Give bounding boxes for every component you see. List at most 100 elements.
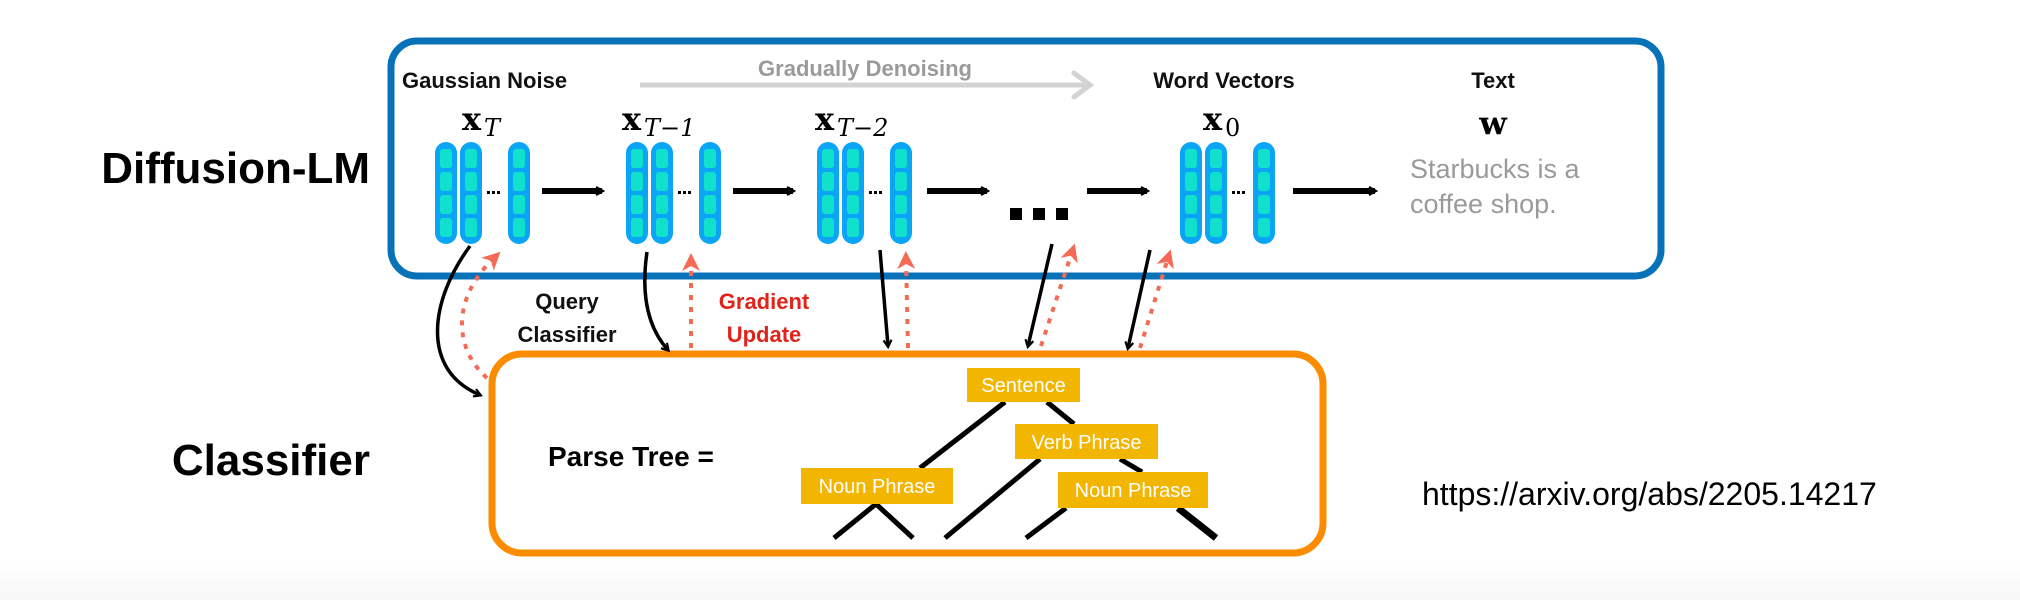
- vector-cell: [656, 218, 668, 237]
- gaussian-noise-label: Gaussian Noise: [402, 68, 567, 93]
- vector-group: [626, 142, 721, 244]
- vector-cell: [1258, 195, 1270, 214]
- vector-cell: [656, 195, 668, 214]
- vector-cell: [1185, 149, 1197, 168]
- ellipsis-dot: [1010, 208, 1022, 220]
- vector-cell: [1258, 172, 1270, 191]
- step-sub: T−1: [644, 114, 695, 142]
- column-ellipsis-dot: [497, 191, 500, 194]
- vector-cell: [847, 195, 859, 214]
- vector-cell: [895, 149, 907, 168]
- tree-edge: [1175, 505, 1219, 541]
- vector-cell: [1185, 195, 1197, 214]
- step-label-xT-1: x T−1: [622, 100, 695, 142]
- gradient-label-line-2: Update: [727, 322, 802, 347]
- vector-cell: [465, 172, 477, 191]
- tree-node-label: Verb Phrase: [1031, 432, 1141, 454]
- vector-cell: [1185, 172, 1197, 191]
- step-sub: T−2: [837, 114, 888, 142]
- tree-node-noun-phrase-left: Noun Phrase: [801, 468, 953, 504]
- background-shade: [0, 562, 2020, 600]
- vector-cell: [704, 172, 716, 191]
- vector-column: [460, 142, 482, 244]
- tree-node-label: Sentence: [981, 375, 1066, 397]
- column-ellipsis-dot: [869, 191, 872, 194]
- vector-cell: [895, 172, 907, 191]
- citation-url[interactable]: https://arxiv.org/abs/2205.14217: [1422, 476, 1877, 512]
- vector-group: [1180, 142, 1275, 244]
- vector-cell: [440, 172, 452, 191]
- parse-tree-edges: [832, 400, 1219, 541]
- tree-edge: [832, 502, 878, 540]
- step-var: x: [815, 100, 835, 138]
- gradient-arrow: [1039, 243, 1078, 347]
- vector-cell: [1210, 195, 1222, 214]
- parse-tree-label: Parse Tree =: [548, 441, 714, 472]
- vector-cell: [1210, 172, 1222, 191]
- vector-groups: [435, 142, 1275, 244]
- vector-column: [1180, 142, 1202, 244]
- vector-cell: [440, 195, 452, 214]
- steps-ellipsis: [1010, 208, 1068, 220]
- column-ellipsis-dot: [1242, 191, 1245, 194]
- vector-column: [1253, 142, 1275, 244]
- vector-cell: [1258, 218, 1270, 237]
- vector-column: [842, 142, 864, 244]
- text-label: Text: [1471, 68, 1515, 93]
- vector-group: [435, 142, 530, 244]
- column-ellipsis-dot: [1237, 191, 1240, 194]
- vector-cell: [847, 149, 859, 168]
- vector-cell: [465, 195, 477, 214]
- gradually-denoising-label: Gradually Denoising: [758, 56, 972, 81]
- vector-column: [1205, 142, 1227, 244]
- vector-cell: [465, 218, 477, 237]
- vector-cell: [895, 195, 907, 214]
- diffusion-lm-label: Diffusion-LM: [101, 144, 370, 193]
- query-arrow: [435, 244, 481, 395]
- text-variable-w: w: [1478, 104, 1508, 142]
- gradient-label-line-1: Gradient: [719, 289, 810, 314]
- tree-edge: [943, 457, 1042, 540]
- vector-cell: [895, 218, 907, 237]
- vector-cell: [513, 149, 525, 168]
- step-var: x: [1203, 100, 1223, 138]
- step-label-xT: x T: [462, 100, 502, 142]
- step-var: x: [622, 100, 642, 138]
- column-ellipsis-dot: [1232, 191, 1235, 194]
- vector-cell: [847, 218, 859, 237]
- tree-edge: [874, 502, 915, 540]
- step-label-x0: x 0: [1203, 100, 1240, 142]
- vector-column: [435, 142, 457, 244]
- step-sub: 0: [1225, 114, 1240, 142]
- vector-cell: [1258, 149, 1270, 168]
- tree-edge: [1024, 506, 1068, 540]
- column-ellipsis-dot: [487, 191, 490, 194]
- column-ellipsis-dot: [879, 191, 882, 194]
- step-var: x: [462, 100, 482, 138]
- vector-cell: [822, 195, 834, 214]
- column-ellipsis-dot: [688, 191, 691, 194]
- tree-node-sentence: Sentence: [967, 368, 1080, 402]
- gradient-arrow: [897, 251, 916, 349]
- vector-column: [817, 142, 839, 244]
- tree-edge: [1045, 400, 1076, 426]
- column-ellipsis-dot: [874, 191, 877, 194]
- vector-cell: [631, 149, 643, 168]
- column-ellipsis-dot: [492, 191, 495, 194]
- step-sub: T: [484, 114, 502, 142]
- vector-cell: [513, 218, 525, 237]
- column-ellipsis-dot: [683, 191, 686, 194]
- output-text-line-2: coffee shop.: [1410, 189, 1557, 219]
- vector-cell: [704, 195, 716, 214]
- vector-cell: [822, 172, 834, 191]
- vector-cell: [1210, 149, 1222, 168]
- vector-cell: [847, 172, 859, 191]
- vector-cell: [465, 149, 477, 168]
- vector-column: [508, 142, 530, 244]
- query-arrow: [643, 251, 668, 350]
- vector-cell: [656, 149, 668, 168]
- vector-cell: [631, 218, 643, 237]
- vector-column: [699, 142, 721, 244]
- vector-cell: [704, 149, 716, 168]
